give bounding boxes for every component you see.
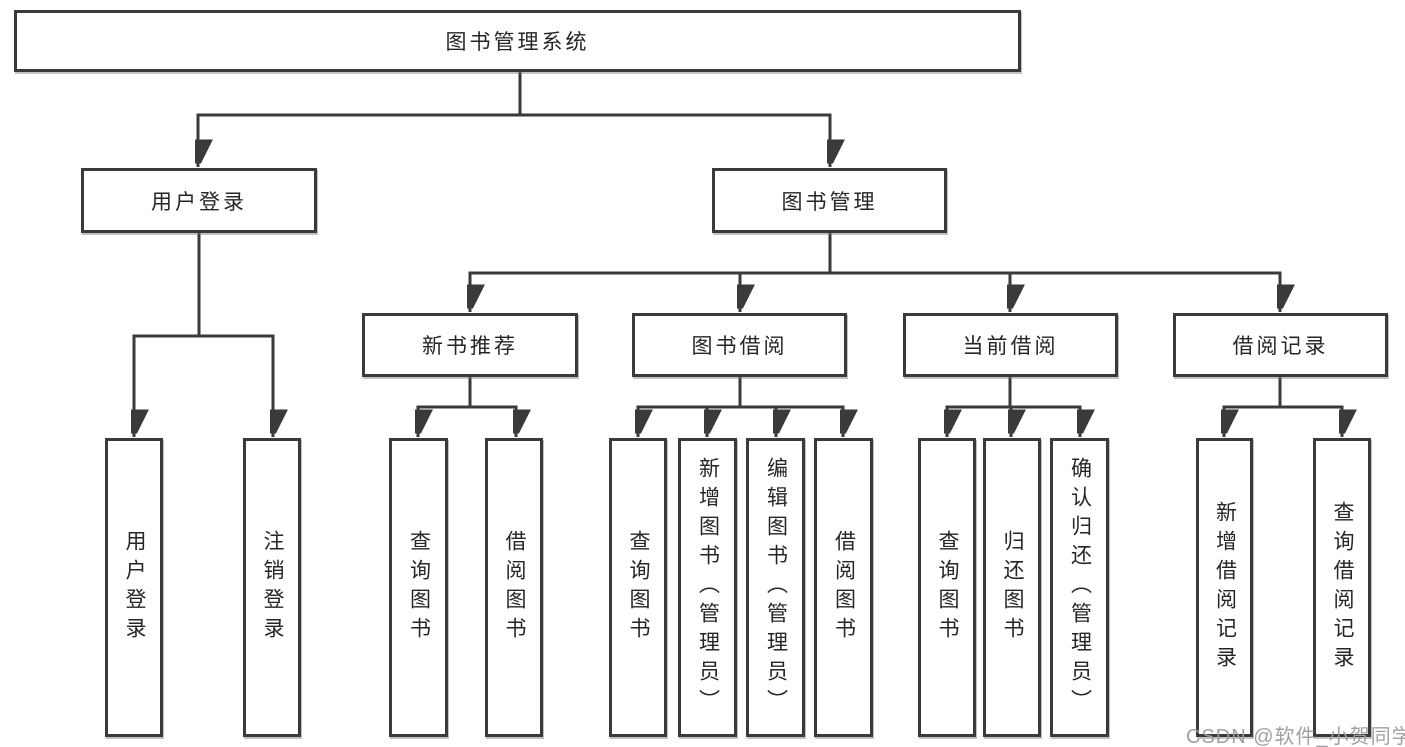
node-label: 编辑图书（管理员）	[764, 457, 788, 718]
node-label: 归还图书	[1001, 529, 1024, 646]
node-label: 查询图书	[627, 529, 650, 646]
node-label: 查询图书	[936, 529, 959, 646]
leaf-query-books-recommend: 查询图书	[389, 438, 448, 737]
leaf-return-books: 归还图书	[983, 438, 1041, 737]
leaf-query-borrow-record: 查询借阅记录	[1313, 438, 1371, 737]
node-label: 查询借阅记录	[1331, 500, 1354, 675]
node-label: 当前借阅	[962, 335, 1059, 358]
leaf-edit-books-admin: 编辑图书（管理员）	[746, 438, 805, 737]
node-label: 借阅图书	[503, 529, 526, 646]
node-book-borrowing: 图书借阅	[632, 313, 847, 377]
node-label: 借阅记录	[1232, 335, 1329, 358]
node-label: 图书借阅	[691, 335, 788, 358]
node-label: 查询图书	[407, 529, 431, 646]
node-new-book-recommendation: 新书推荐	[362, 313, 578, 377]
node-label: 借阅图书	[832, 529, 856, 646]
node-book-management: 图书管理	[712, 168, 947, 233]
node-label: 新增图书（管理员）	[696, 457, 720, 718]
leaf-add-books-admin: 新增图书（管理员）	[678, 438, 737, 737]
node-label: 新书推荐	[422, 335, 518, 358]
node-borrowing-records: 借阅记录	[1173, 313, 1388, 377]
leaf-user-login: 用户登录	[105, 438, 163, 737]
node-user-login: 用户登录	[81, 168, 317, 233]
node-label: 图书管理系统	[445, 31, 590, 54]
node-label: 图书管理	[781, 190, 878, 214]
leaf-add-borrow-record: 新增借阅记录	[1196, 438, 1253, 737]
leaf-borrow-books: 借阅图书	[814, 438, 873, 737]
node-label: 确认归还（管理员）	[1068, 457, 1092, 718]
csdn-watermark: CSDN @软件_小贺同学	[1186, 726, 1405, 747]
leaf-logout: 注销登录	[243, 438, 301, 737]
leaf-confirm-return-admin: 确认归还（管理员）	[1050, 438, 1109, 737]
node-book-management-system: 图书管理系统	[14, 10, 1021, 72]
node-current-borrowing: 当前借阅	[903, 313, 1118, 377]
leaf-query-books-borrowing: 查询图书	[609, 438, 667, 737]
node-label: 用户登录	[151, 190, 247, 214]
node-label: 新增借阅记录	[1213, 500, 1237, 675]
node-label: 用户登录	[123, 529, 146, 646]
leaf-query-books-current: 查询图书	[918, 438, 976, 737]
node-label: 注销登录	[261, 529, 284, 646]
leaf-borrow-books-recommend: 借阅图书	[485, 438, 543, 737]
